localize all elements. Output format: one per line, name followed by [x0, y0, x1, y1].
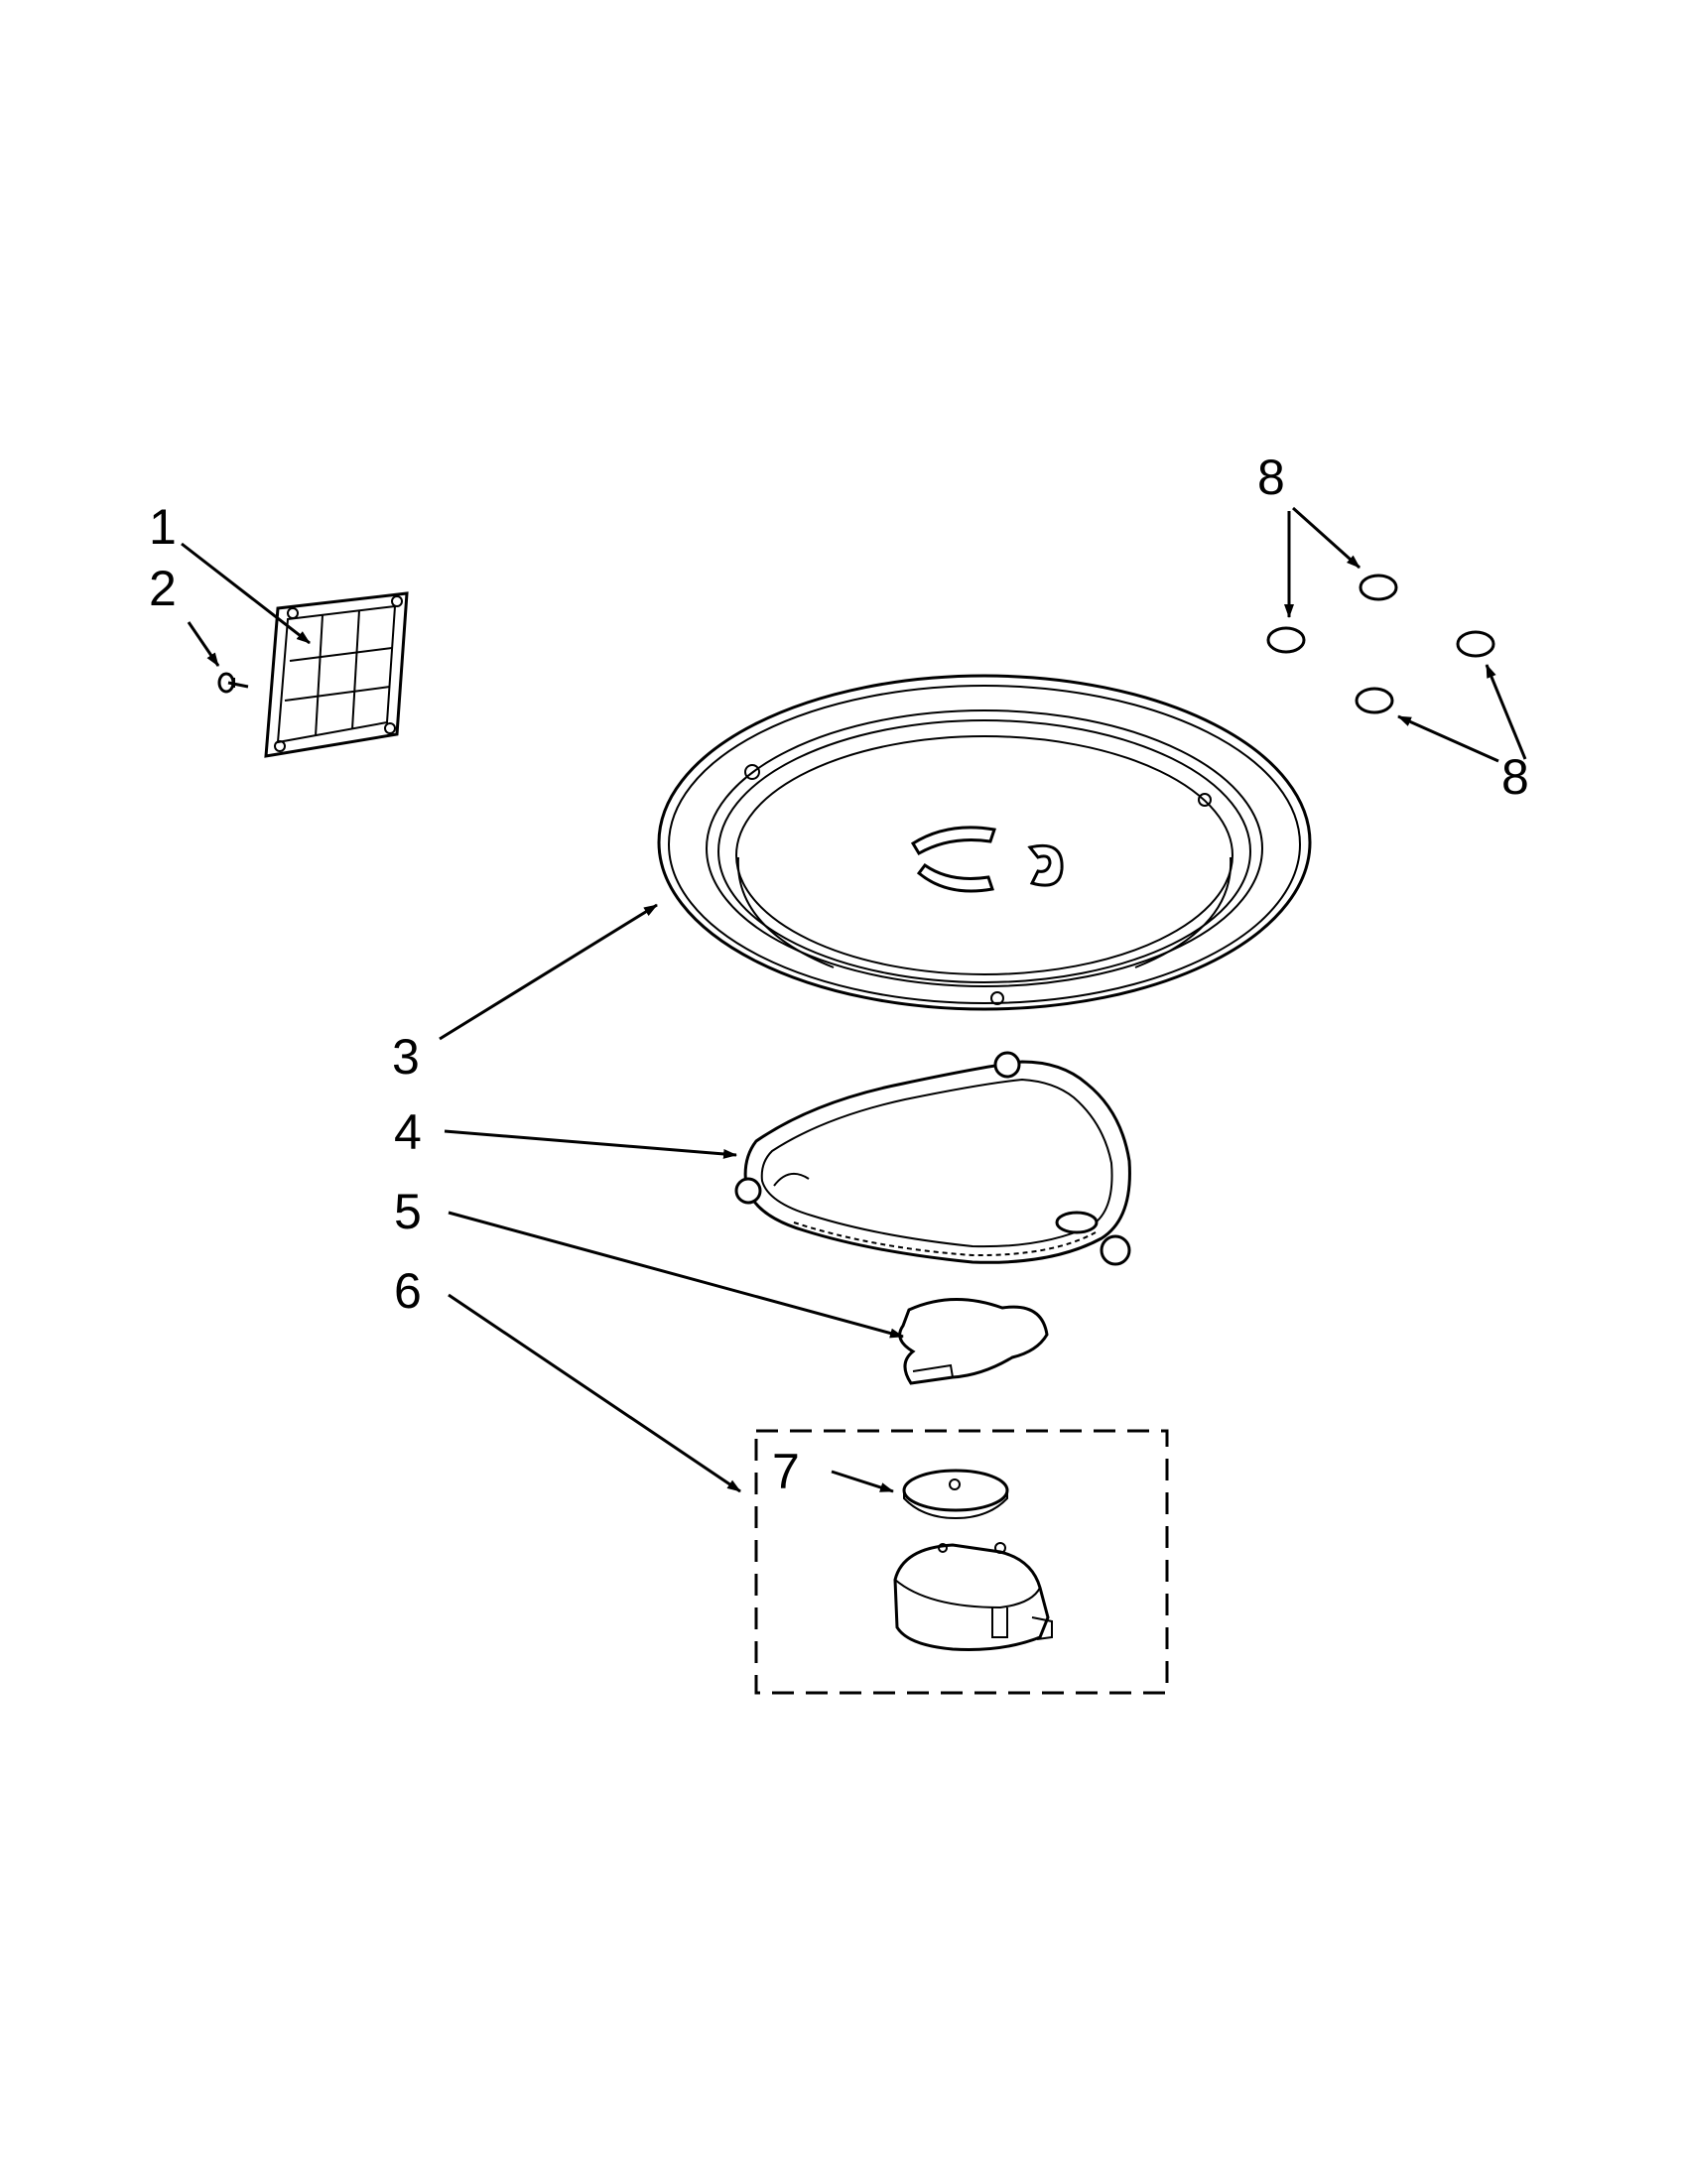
callout-7: 7 — [772, 1444, 800, 1499]
roller-ring-icon — [734, 1051, 1131, 1266]
leader-line-8b — [1291, 506, 1362, 570]
leader-line-3 — [439, 903, 658, 1041]
callout-3: 3 — [392, 1029, 420, 1085]
coupler-icon — [898, 1298, 1049, 1385]
callout-8-top: 8 — [1257, 450, 1285, 505]
leader-line-1 — [181, 542, 311, 645]
coupler-disc-icon — [902, 1469, 1009, 1520]
callout-5: 5 — [394, 1184, 422, 1239]
leader-line-6 — [448, 1293, 741, 1493]
callout-2: 2 — [149, 561, 177, 616]
callout-4: 4 — [394, 1104, 422, 1160]
leader-line-8c — [1485, 664, 1527, 760]
leader-line-2 — [187, 621, 220, 667]
callout-1: 1 — [149, 499, 177, 555]
leader-line-5 — [448, 1211, 904, 1339]
screw-icon — [217, 672, 249, 694]
turntable-tray-icon — [657, 674, 1312, 1011]
callout-6: 6 — [394, 1263, 422, 1319]
leader-line-4 — [444, 1129, 737, 1159]
grille-filter-icon — [264, 591, 409, 758]
motor-kit-box-icon — [754, 1429, 1169, 1695]
leader-line-8d — [1397, 714, 1499, 763]
motor-icon — [893, 1542, 1053, 1651]
bumper-icon — [1266, 574, 1495, 714]
leader-line-7 — [831, 1470, 894, 1493]
